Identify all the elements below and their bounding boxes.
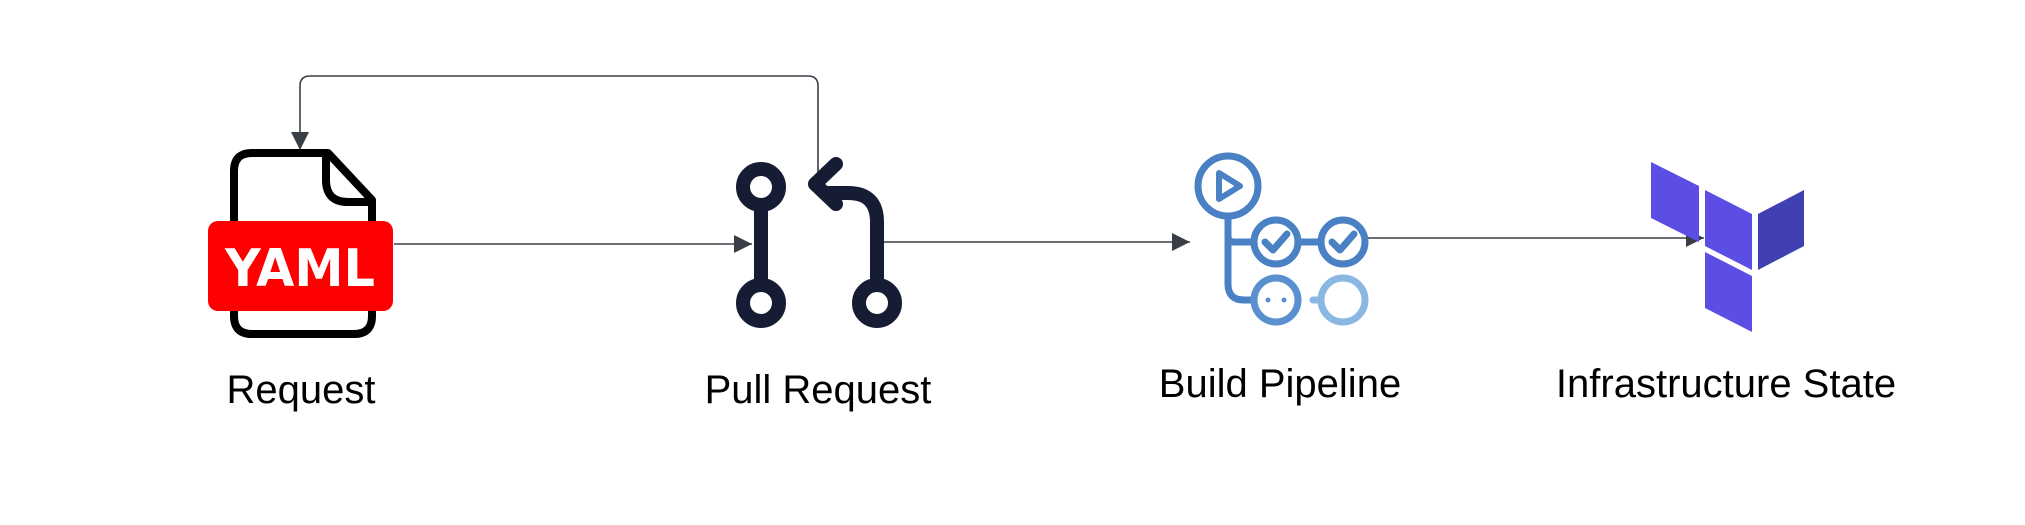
- edge-pull-request-to-request-loop: [291, 75, 819, 180]
- pipeline-icon: [1194, 152, 1369, 326]
- node-label-request: Request: [226, 368, 376, 412]
- connectors: [291, 75, 1704, 253]
- terraform-icon: [1651, 162, 1804, 332]
- node-label-pull-request: Pull Request: [704, 368, 932, 412]
- node-label-build-pipeline: Build Pipeline: [1158, 362, 1402, 406]
- yaml-badge-text: YAML: [224, 238, 375, 298]
- yaml-file-icon: YAML: [208, 149, 393, 338]
- git-pull-request-icon: [736, 157, 902, 328]
- node-label-infrastructure-state: Infrastructure State: [1555, 362, 1897, 406]
